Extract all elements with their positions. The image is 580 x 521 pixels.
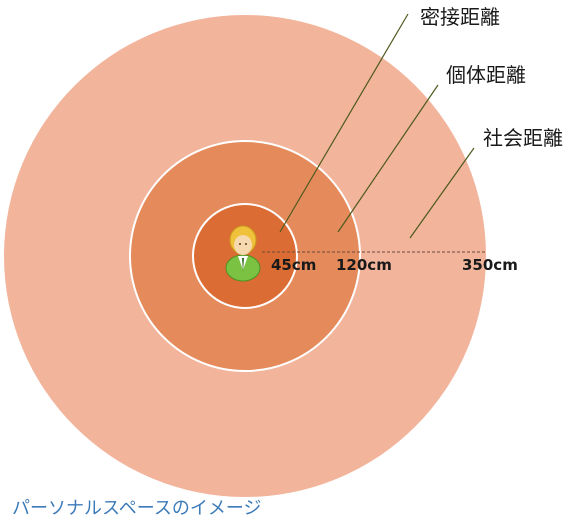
person-icon	[225, 225, 261, 282]
social-zone-label: 社会距離	[483, 126, 563, 150]
social-distance-label: 350cm	[462, 256, 518, 274]
social-leader-line	[409, 147, 475, 239]
intimate-leader-line	[279, 13, 409, 233]
personal-leader-line	[337, 84, 439, 233]
intimate-distance-label: 45cm	[271, 256, 316, 274]
diagram-caption: パーソナルスペースのイメージ	[12, 498, 262, 519]
intimate-zone-label: 密接距離	[420, 5, 500, 29]
personal-distance-label: 120cm	[336, 256, 392, 274]
personal-zone-label: 個体距離	[446, 63, 526, 87]
